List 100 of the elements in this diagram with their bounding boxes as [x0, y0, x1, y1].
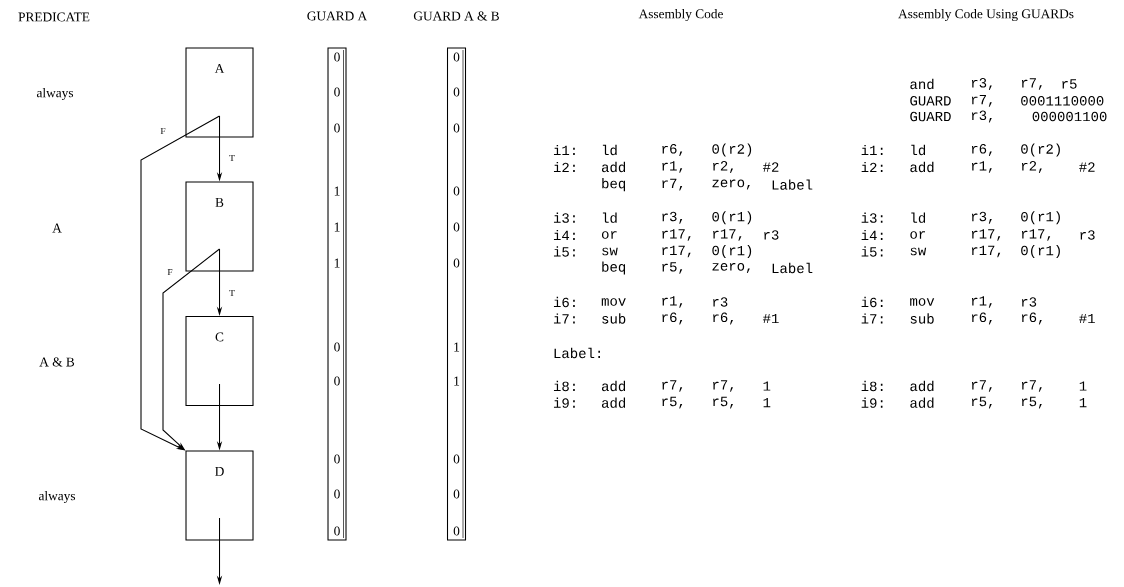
code-text: r6,	[713, 312, 733, 325]
code-text: add	[601, 397, 626, 408]
code-text: #1	[1079, 313, 1095, 324]
code-text: r17,	[713, 229, 742, 241]
code-text: i6:	[861, 296, 883, 308]
code-text: ld	[602, 144, 617, 156]
code-text: i9:	[553, 397, 575, 408]
code-text: r7,	[713, 380, 733, 392]
edge-label: T	[227, 288, 237, 298]
code-text: i1:	[553, 144, 575, 156]
code-text: r6,	[971, 312, 992, 325]
block-box: D	[185, 450, 254, 541]
code-text: add	[910, 397, 934, 408]
code-text: r17,	[662, 245, 691, 258]
code-text: mov	[601, 298, 626, 306]
code-text: r3	[1021, 297, 1037, 307]
code-text: i3:	[861, 212, 883, 223]
code-text: i5:	[861, 246, 883, 257]
code-text: Label	[772, 179, 813, 190]
code-text: r5,	[662, 396, 683, 409]
code-text: r3,	[971, 110, 992, 123]
code-text: i7:	[553, 313, 575, 324]
code-text: 1	[1079, 398, 1087, 408]
code-text: r3,	[971, 78, 992, 90]
code-text: r3	[764, 230, 779, 240]
code-text: i1:	[861, 144, 883, 156]
code-text: zero,	[712, 179, 750, 190]
code-text: r6,	[971, 144, 992, 156]
code-text: add	[910, 380, 934, 392]
code-text: i5:	[553, 246, 575, 257]
code-text: i4:	[553, 229, 575, 241]
code-text: i7:	[861, 313, 883, 324]
code-text: beq	[602, 261, 626, 275]
code-text: GUARD	[910, 111, 951, 122]
code-text: r2,	[713, 161, 733, 173]
code-text: i6:	[553, 296, 575, 308]
code-text: and	[910, 78, 934, 90]
code-text: 0(r1)	[1021, 245, 1060, 259]
code-text: ld	[911, 212, 926, 223]
code-text: i4:	[861, 229, 883, 241]
code-text: r1,	[971, 296, 992, 308]
code-text: ld	[602, 212, 617, 223]
code-text: r7,	[1021, 78, 1042, 90]
code-text: r7,	[662, 380, 683, 392]
code-text: sw	[602, 247, 618, 256]
code-text: add	[910, 161, 934, 173]
code-text: 1	[763, 398, 771, 408]
code-text: 0(r1)	[712, 245, 752, 259]
code-text: i8:	[861, 380, 883, 392]
predicate-label: A	[52, 223, 62, 233]
code-text: r7,	[971, 94, 992, 107]
code-text: r5,	[1021, 396, 1042, 409]
block-box: B	[185, 181, 254, 272]
code-text: r17,	[971, 229, 1001, 241]
code-text: beq	[602, 178, 626, 192]
code-text: mov	[910, 298, 935, 306]
code-text: r5,	[713, 396, 733, 409]
code-text: r5,	[971, 396, 992, 409]
column-heading: GUARD A & B	[413, 11, 499, 21]
code-text: i9:	[861, 397, 883, 408]
code-text: add	[601, 380, 626, 392]
code-text: r3	[1080, 230, 1095, 240]
code-text: r1,	[662, 296, 683, 308]
predicate-label: always	[36, 87, 74, 101]
code-text: #2	[1079, 162, 1095, 172]
code-text: r7,	[662, 178, 683, 191]
code-text: sub	[602, 313, 626, 324]
code-text: r17,	[1021, 229, 1051, 241]
code-text: r6,	[662, 144, 683, 156]
code-text: or	[910, 231, 925, 239]
code-text: ld	[911, 144, 926, 156]
edge-label: T	[227, 153, 237, 163]
code-text: i2:	[553, 161, 575, 173]
code-text: or	[601, 231, 617, 239]
code-text: r1,	[662, 161, 683, 173]
code-text: zero,	[712, 263, 750, 273]
code-text: i2:	[861, 161, 883, 173]
guard-bar: 0 0 0 1 1 1 0 0 0 0 0	[327, 47, 347, 541]
code-text: sw	[910, 247, 927, 256]
code-text: 0(r1)	[712, 211, 752, 225]
arrow	[140, 115, 221, 451]
code-text: 0(r1)	[1021, 211, 1060, 225]
code-text: r5,	[662, 262, 683, 274]
code-text: i3:	[553, 212, 575, 223]
code-text: r3,	[662, 211, 683, 224]
edge-label: F	[159, 126, 167, 136]
code-text: i8:	[553, 380, 575, 392]
code-text: 1	[763, 381, 771, 391]
code-text: r3,	[971, 211, 992, 224]
code-text: Label:	[554, 347, 600, 359]
column-heading: GUARD A	[307, 11, 368, 21]
code-text: #2	[762, 162, 779, 172]
block-box: C	[185, 315, 254, 407]
column-heading: Assembly Code Using GUARDs	[898, 8, 1074, 22]
block-box: A	[185, 47, 254, 138]
predicate-label: always	[38, 490, 76, 504]
code-text: r2,	[1021, 161, 1042, 173]
code-text: r5	[1062, 79, 1077, 89]
code-text: r6,	[662, 312, 683, 325]
code-text: GUARD	[910, 96, 951, 106]
